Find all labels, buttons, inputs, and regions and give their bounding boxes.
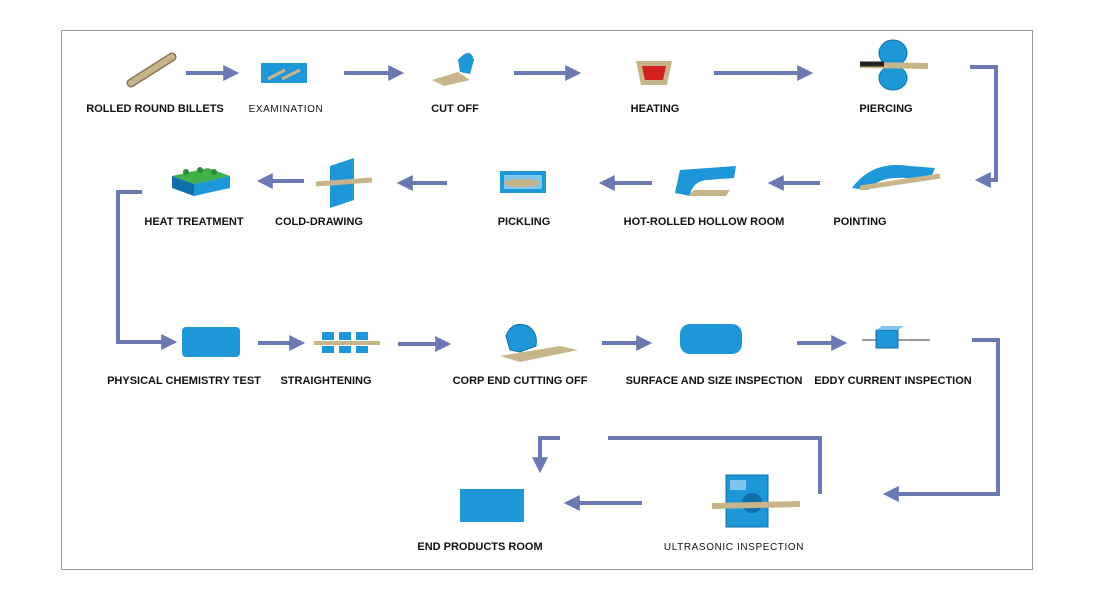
saw-cutter-icon bbox=[432, 53, 474, 86]
label-pointing: POINTING bbox=[833, 216, 886, 228]
label-ultrasonic-inspection: ULTRASONIC INSPECTION bbox=[664, 542, 804, 553]
flow-arrows bbox=[116, 65, 1000, 511]
piercing-mill-icon bbox=[859, 39, 929, 91]
inspection-table-icon bbox=[261, 63, 307, 83]
label-heating: HEATING bbox=[631, 103, 680, 115]
inspection-station-icon bbox=[680, 324, 742, 354]
label-corp-end-cutting-off: CORP END CUTTING OFF bbox=[453, 375, 588, 387]
heat-treatment-furnace-icon bbox=[172, 167, 230, 196]
bypass-arrow-down bbox=[532, 436, 560, 474]
eddy-current-probe-icon bbox=[862, 326, 930, 349]
pointing-machine-icon bbox=[852, 164, 941, 191]
label-rolled-round-billets: ROLLED ROUND BILLETS bbox=[86, 103, 224, 115]
furnace-icon bbox=[636, 61, 672, 85]
warehouse-icon bbox=[460, 489, 524, 522]
arrow-piercing-to-pointing bbox=[970, 65, 998, 188]
label-eddy-current-inspection: EDDY CURRENT INSPECTION bbox=[814, 375, 972, 387]
label-examination: EXAMINATION bbox=[249, 104, 324, 115]
step-labels: ROLLED ROUND BILLETS EXAMINATION CUT OFF… bbox=[86, 103, 972, 553]
label-cold-drawing: COLD-DRAWING bbox=[275, 216, 363, 228]
end-cutter-icon bbox=[500, 323, 578, 362]
bypass-line-upper bbox=[608, 436, 822, 494]
diagram-frame bbox=[61, 30, 1033, 570]
label-cut-off: CUT OFF bbox=[431, 103, 479, 115]
straightening-rollers-icon bbox=[314, 332, 380, 353]
label-pickling: PICKLING bbox=[498, 216, 551, 228]
label-piercing: PIERCING bbox=[859, 103, 912, 115]
label-end-products-room: END PRODUCTS ROOM bbox=[417, 541, 542, 553]
label-heat-treatment: HEAT TREATMENT bbox=[144, 216, 243, 228]
arrow-heat-treatment-to-chemistry-test bbox=[116, 190, 178, 350]
label-hot-rolled-hollow-room: HOT-ROLLED HOLLOW ROOM bbox=[624, 216, 785, 228]
test-lab-icon bbox=[182, 327, 240, 357]
label-surface-and-size-inspection: SURFACE AND SIZE INSPECTION bbox=[626, 375, 803, 387]
label-physical-chemistry-test: PHYSICAL CHEMISTRY TEST bbox=[107, 375, 261, 387]
drawing-die-icon bbox=[315, 158, 373, 208]
ultrasonic-tester-icon bbox=[711, 474, 801, 528]
hollow-room-icon bbox=[675, 166, 736, 196]
billet-rod-icon bbox=[126, 52, 177, 88]
pickling-tank-icon bbox=[500, 171, 546, 193]
arrow-eddy-current-to-ultrasonic bbox=[882, 338, 1000, 502]
label-straightening: STRAIGHTENING bbox=[280, 375, 371, 387]
